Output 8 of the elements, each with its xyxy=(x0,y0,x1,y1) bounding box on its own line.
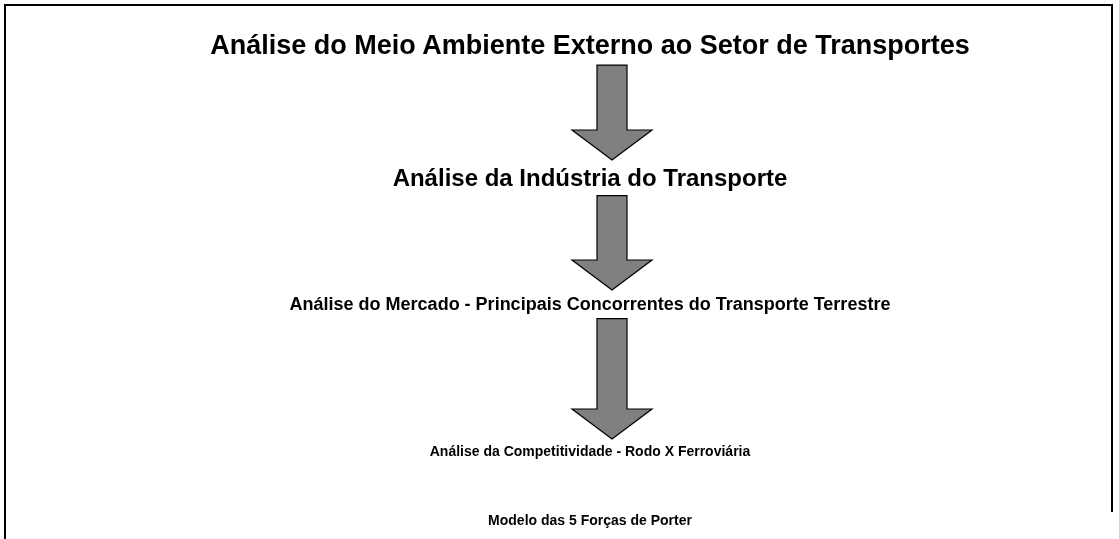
stage-heading: Análise do Meio Ambiente Externo ao Setor de Transportes xyxy=(210,30,970,62)
stage-heading: Análise do Mercado - Principais Concorrentes do Transporte Terrestre xyxy=(289,294,891,315)
stage-heading: Análise da Indústria do Transporte xyxy=(392,164,788,192)
note-text: Modelo das 5 Forças de Porter xyxy=(488,512,692,528)
stage-heading: Análise da Competitividade - Rodo X Ferroviária xyxy=(429,443,751,460)
block-arrow xyxy=(570,318,654,440)
block-arrow xyxy=(570,64,654,161)
block-arrow xyxy=(570,195,654,291)
